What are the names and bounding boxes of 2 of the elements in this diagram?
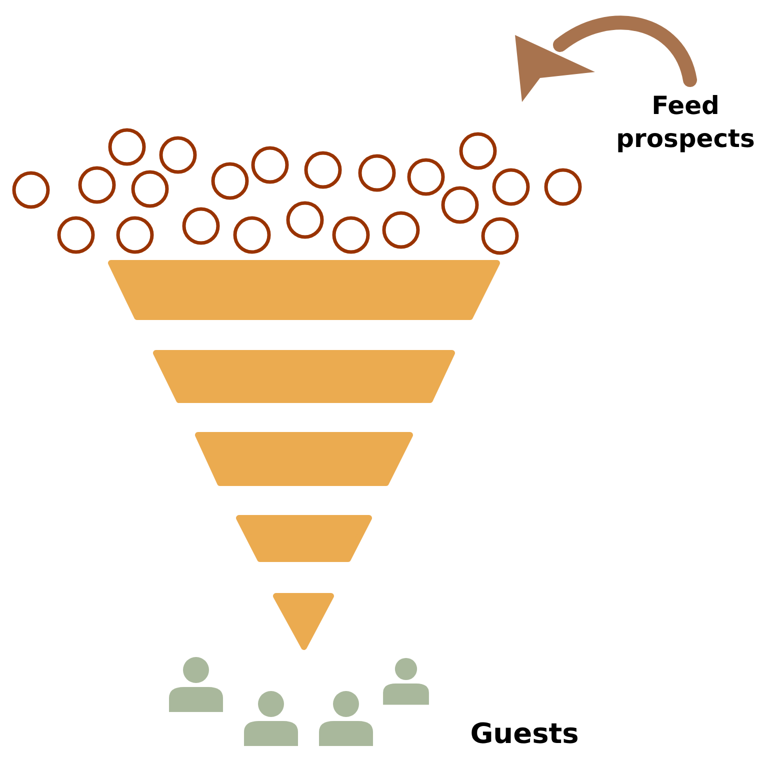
caption-text: Guests [469,716,580,752]
caption-text: Feed prospects [615,90,756,154]
